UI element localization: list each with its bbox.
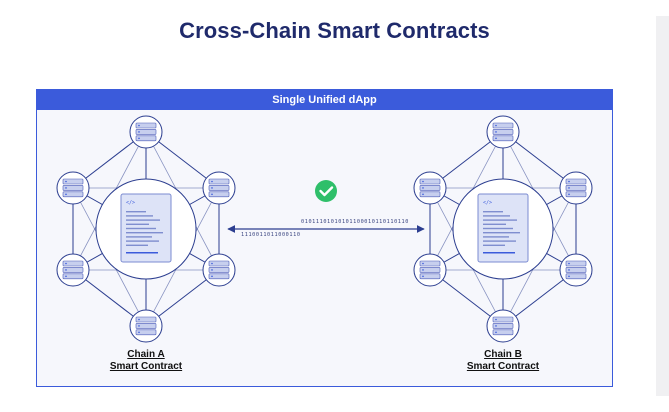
- scrollbar-track[interactable]: [656, 16, 669, 396]
- message-bottom-binary: 1110011011000110: [241, 232, 301, 238]
- svg-text:</>: </>: [483, 200, 492, 206]
- server-icon: [486, 309, 520, 343]
- check-circle-icon: [315, 180, 337, 202]
- server-icon: [486, 115, 520, 149]
- chain-a-network: </>: [56, 115, 236, 343]
- server-icon: [559, 253, 593, 287]
- server-icon: [129, 309, 163, 343]
- server-icon: [202, 171, 236, 205]
- chain-a-name: Chain A: [127, 349, 165, 360]
- code-document-icon: </>: [120, 193, 172, 263]
- chain-b-network: </>: [413, 115, 593, 343]
- code-document-icon: </>: [477, 193, 529, 263]
- chain-a-label: Chain A Smart Contract: [76, 349, 216, 373]
- page-title: Cross-Chain Smart Contracts: [179, 18, 490, 43]
- chain-b-name: Chain B: [484, 349, 522, 360]
- server-icon: [129, 115, 163, 149]
- panel-header: Single Unified dApp: [37, 90, 612, 110]
- server-icon: [413, 253, 447, 287]
- server-icon: [559, 171, 593, 205]
- chain-a-subtitle: Smart Contract: [109, 361, 183, 372]
- chain-b-subtitle: Smart Contract: [466, 361, 540, 372]
- server-icon: [56, 253, 90, 287]
- server-icon: [56, 171, 90, 205]
- server-icon: [413, 171, 447, 205]
- server-icon: [202, 253, 236, 287]
- svg-text:</>: </>: [126, 200, 135, 206]
- message-top-binary: 01011101010101100010110110110: [301, 219, 409, 225]
- chain-b-label: Chain B Smart Contract: [433, 349, 573, 373]
